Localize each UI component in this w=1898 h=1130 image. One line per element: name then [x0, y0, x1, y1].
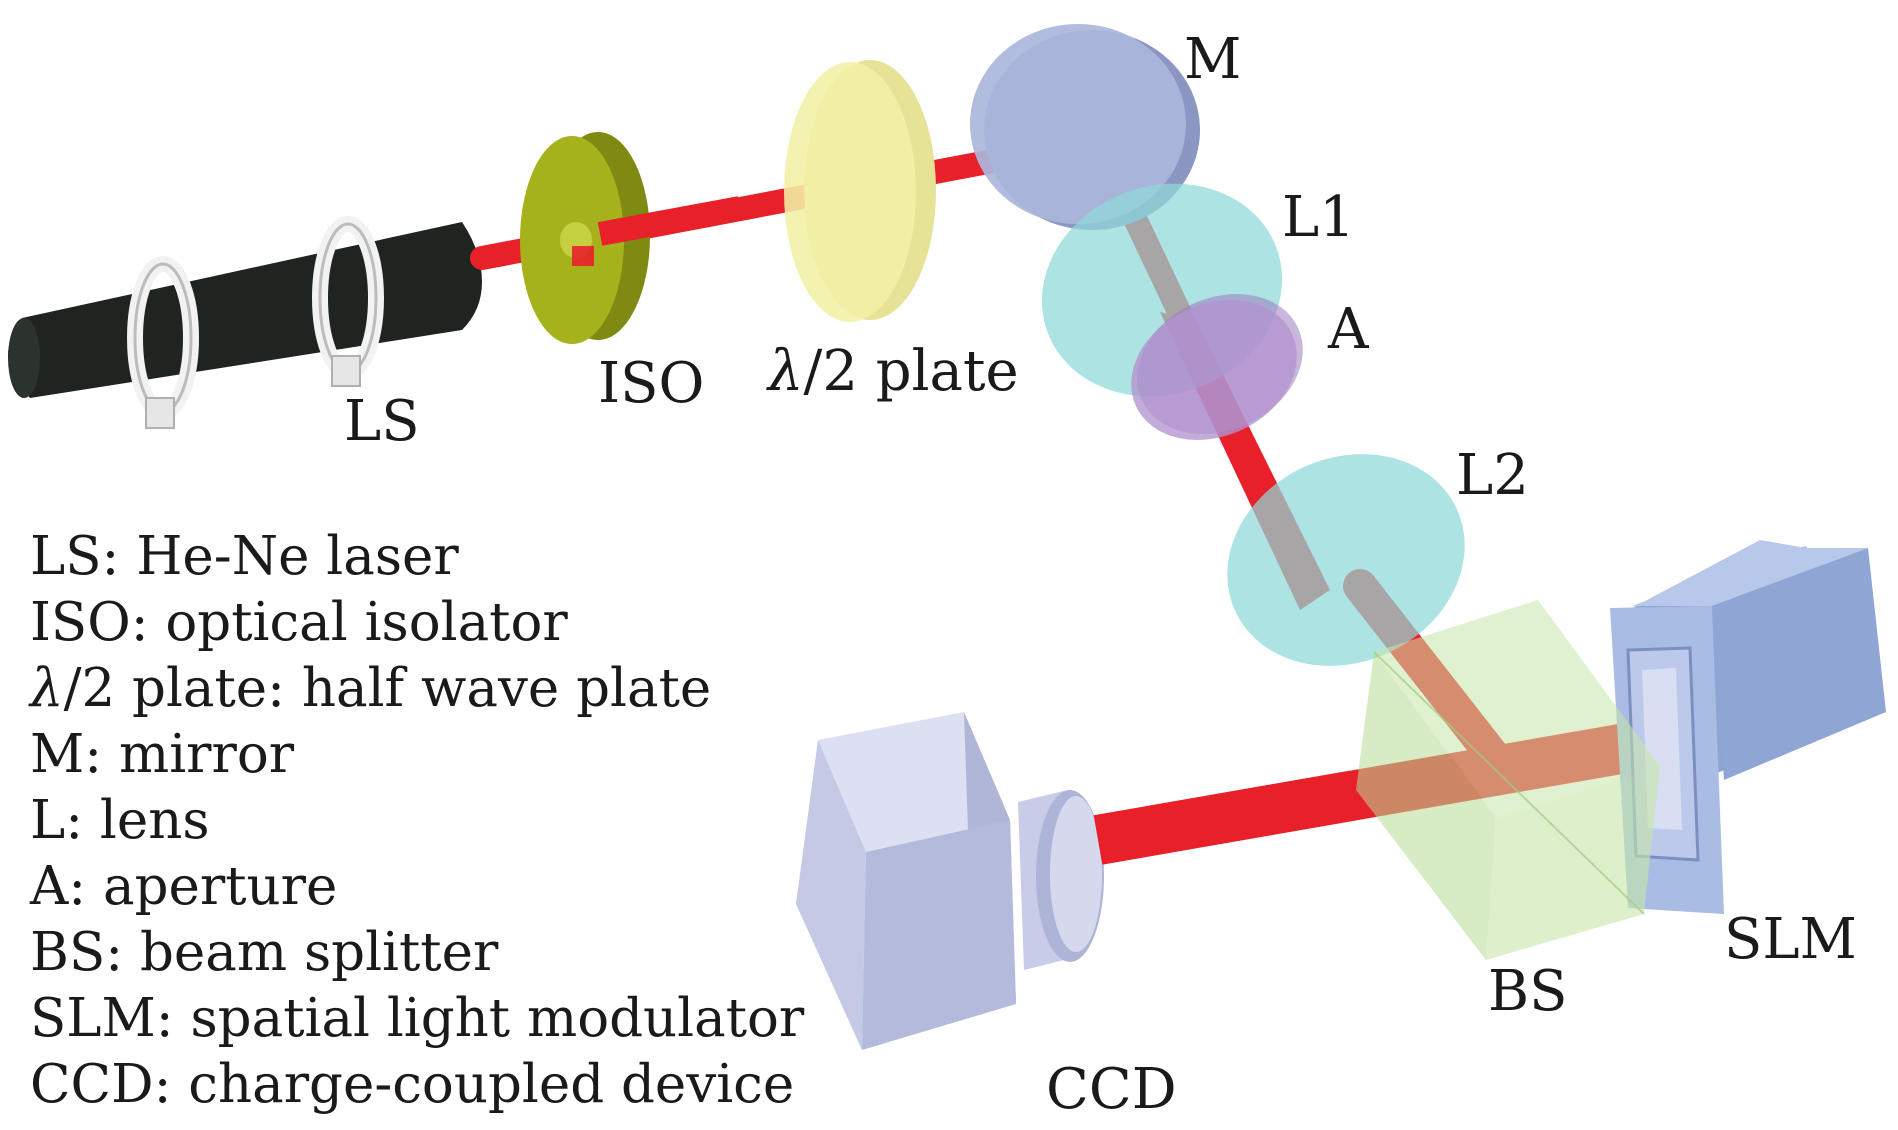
label-half-wave-plate: λ/2 plate — [766, 339, 1019, 404]
mirror — [970, 24, 1200, 230]
legend-item: λ/2 plate: half wave plate — [28, 658, 711, 719]
laser-mount-ring — [127, 256, 199, 429]
label-slm: SLM — [1724, 907, 1857, 972]
optical-isolator — [520, 132, 650, 344]
legend: LS: He-Ne laser ISO: optical isolator λ/… — [28, 526, 805, 1115]
lens-l2 — [1227, 454, 1465, 666]
label-iso: ISO — [598, 351, 704, 416]
laser-source — [8, 216, 482, 429]
beam-splitter — [1356, 600, 1660, 960]
label-ccd: CCD — [1046, 1057, 1177, 1122]
legend-item: L: lens — [30, 790, 210, 851]
legend-item: ISO: optical isolator — [30, 592, 568, 653]
label-lens-l2: L2 — [1456, 443, 1529, 508]
label-ls: LS — [344, 389, 420, 454]
spatial-light-modulator — [1610, 540, 1886, 914]
laser-mount-ring — [312, 216, 384, 387]
half-wave-plate — [784, 60, 936, 322]
ccd-camera — [796, 712, 1104, 1050]
aperture — [1131, 294, 1303, 440]
legend-item: M: mirror — [30, 724, 295, 785]
label-beam-splitter: BS — [1488, 959, 1568, 1024]
legend-item: LS: He-Ne laser — [30, 526, 459, 587]
label-mirror: M — [1184, 27, 1241, 92]
label-lens-l1: L1 — [1282, 185, 1355, 250]
legend-item: A: aperture — [29, 856, 337, 917]
legend-item: CCD: charge-coupled device — [30, 1054, 794, 1115]
legend-item: SLM: spatial light modulator — [30, 988, 805, 1049]
legend-item: BS: beam splitter — [30, 922, 499, 983]
label-aperture: A — [1327, 297, 1369, 362]
